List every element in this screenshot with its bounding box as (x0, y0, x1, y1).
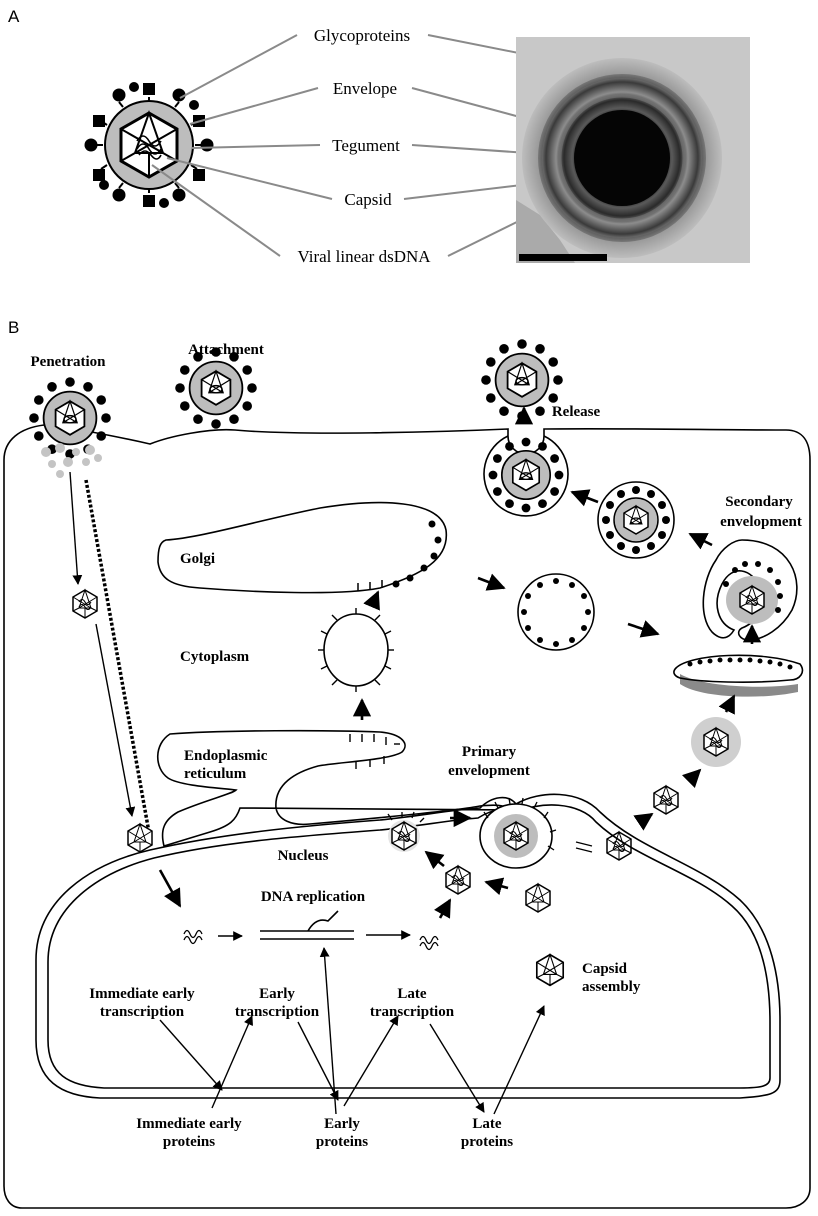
cytoplasmic-capsid (73, 590, 97, 618)
label-envelopment-1: envelopment (448, 763, 530, 779)
label-penetration: Penetration (31, 354, 107, 370)
label-e-transcription-2: transcription (235, 1004, 320, 1020)
scale-bar (519, 254, 607, 261)
label-l-transcription-1: Late (397, 986, 427, 1002)
virion-schematic (85, 82, 214, 208)
label-l-proteins-1: Late (472, 1116, 502, 1132)
label-tegument: Tegument (332, 136, 400, 155)
expression-arrows (160, 948, 544, 1114)
secondary-envelopment-vesicle (703, 540, 797, 640)
capsid-transport-paths (70, 472, 150, 838)
label-capsid-assembly-1: Capsid (582, 961, 628, 977)
fusion-vesicle (674, 655, 802, 696)
released-virion (481, 339, 563, 421)
label-glycoproteins: Glycoproteins (314, 26, 410, 45)
label-reticulum: reticulum (184, 766, 247, 782)
label-envelope: Envelope (333, 79, 397, 98)
glycoprotein-vesicle (518, 574, 594, 650)
label-release: Release (552, 404, 601, 420)
panel-b-labels: Penetration Attachment Release Secondary… (31, 342, 802, 1150)
label-capsid-assembly-2: assembly (582, 979, 641, 995)
label-dna-replication: DNA replication (261, 889, 366, 905)
electron-micrograph (516, 37, 750, 263)
er-golgi-vesicle (324, 614, 388, 686)
tegumented-capsid (691, 717, 741, 767)
nuclear-pore-capsid (128, 824, 152, 852)
golgi-glycoproteins (393, 521, 442, 588)
label-secondary: Secondary (725, 494, 793, 510)
label-l-transcription-2: transcription (370, 1004, 455, 1020)
capsid-assembly-icon (537, 955, 563, 986)
panel-b-letter: B (8, 318, 19, 337)
label-l-proteins-2: proteins (461, 1134, 513, 1150)
label-ie-proteins-2: proteins (163, 1134, 215, 1150)
label-endoplasmic: Endoplasmic (184, 748, 268, 764)
label-golgi: Golgi (180, 551, 215, 567)
penetration-virion (29, 377, 111, 478)
deenveloped-capsid (654, 786, 678, 814)
label-e-proteins-2: proteins (316, 1134, 368, 1150)
panel-a-letter: A (8, 7, 20, 26)
label-nucleus: Nucleus (278, 848, 329, 864)
golgi (158, 503, 446, 593)
nuclear-capsid-dna (446, 866, 470, 894)
label-capsid: Capsid (344, 190, 392, 209)
label-cytoplasm: Cytoplasm (180, 649, 250, 665)
label-ie-transcription-2: transcription (100, 1004, 185, 1020)
label-ie-proteins-1: Immediate early (136, 1116, 242, 1132)
dna-replication (184, 900, 450, 950)
label-primary: Primary (462, 744, 517, 760)
transport-vesicle (598, 482, 674, 558)
label-e-transcription-1: Early (259, 986, 295, 1002)
label-viral-dsdna: Viral linear dsDNA (297, 247, 431, 266)
release-vesicle (484, 436, 568, 516)
label-e-proteins-1: Early (324, 1116, 360, 1132)
label-envelopment-2: envelopment (720, 514, 802, 530)
attachment-virion (175, 347, 257, 429)
empty-capsid (526, 884, 550, 912)
label-attachment: Attachment (188, 342, 264, 358)
label-ie-transcription-1: Immediate early (89, 986, 195, 1002)
primary-envelopment (480, 798, 556, 868)
